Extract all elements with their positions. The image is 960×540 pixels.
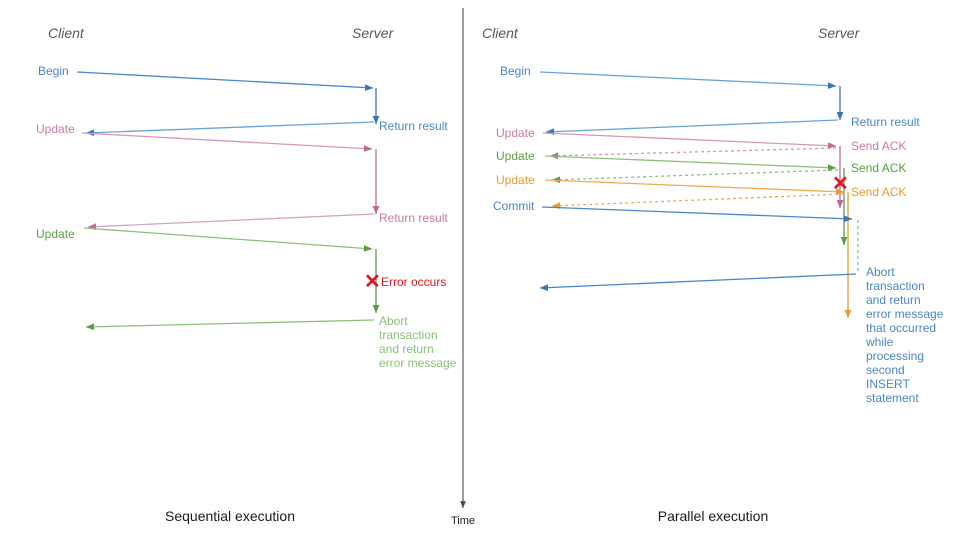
- right-msg-abort-line-9: INSERT: [866, 377, 910, 391]
- left-client-actor-label: Client: [48, 25, 85, 41]
- left-msg-update-2-label: Update: [36, 227, 75, 241]
- right-server-actor-label: Server: [818, 25, 861, 41]
- right-client-actor-label: Client: [482, 25, 519, 41]
- left-arrow-abort: [85, 319, 375, 331]
- right-arrow-ack-2: [551, 169, 839, 184]
- right-arrow-update-2: [544, 155, 837, 172]
- right-msg-begin-label: Begin: [500, 64, 531, 78]
- right-msg-update-1-label: Update: [496, 126, 535, 140]
- left-arrow-update-2: [83, 227, 373, 252]
- left-arrow-return-result-1: [85, 121, 375, 137]
- left-msg-update-1-label: Update: [36, 122, 75, 136]
- right-msg-abort-line-1: Abort: [866, 265, 895, 279]
- left-msg-abort-line-4: error message: [379, 356, 457, 370]
- right-msg-ack-1-label: Send ACK: [851, 139, 906, 153]
- right-arrow-abort: [539, 273, 857, 292]
- right-panel-caption: Parallel execution: [658, 508, 769, 524]
- right-arrow-ack-3: [551, 193, 845, 210]
- right-msg-abort-line-6: while: [865, 335, 894, 349]
- right-msg-abort-line-10: statement: [866, 391, 919, 405]
- left-arrow-return-result-2: [87, 213, 375, 231]
- left-server-actor-label: Server: [352, 25, 395, 41]
- right-arrow-begin: [539, 71, 837, 89]
- left-msg-abort-line-3: and return: [379, 342, 434, 356]
- right-msg-ack-3-label: Send ACK: [851, 185, 906, 199]
- right-msg-abort-line-2: transaction: [866, 279, 925, 293]
- right-msg-abort-line-3: and return: [866, 293, 921, 307]
- right-msg-commit-label: Commit: [493, 199, 535, 213]
- right-msg-update-2-label: Update: [496, 149, 535, 163]
- left-msg-abort-line-2: transaction: [379, 328, 438, 342]
- left-msg-begin-label: Begin: [38, 64, 69, 78]
- time-axis: Time: [451, 8, 475, 527]
- panel-sequential: Client Server Begin Return result Update…: [36, 25, 457, 524]
- left-msg-return-result-1-label: Return result: [379, 119, 448, 133]
- right-msg-abort-line-7: processing: [866, 349, 924, 363]
- left-panel-caption: Sequential execution: [165, 508, 295, 524]
- left-arrow-begin: [76, 71, 374, 91]
- right-msg-return-result-label: Return result: [851, 115, 920, 129]
- right-msg-abort-line-5: that occurred: [866, 321, 936, 335]
- time-axis-label: Time: [451, 515, 475, 527]
- right-msg-abort-line-4: error message: [866, 307, 944, 321]
- right-arrow-return-result: [545, 119, 839, 136]
- left-error-x-icon: ✕: [364, 271, 381, 293]
- right-msg-update-3-label: Update: [496, 173, 535, 187]
- left-msg-error-occurs-label: Error occurs: [381, 275, 446, 289]
- left-msg-return-result-2-label: Return result: [379, 211, 448, 225]
- right-arrow-commit: [541, 206, 853, 223]
- panel-parallel: Client Server Begin Return result Update…: [482, 25, 944, 524]
- right-arrow-update-1: [542, 132, 837, 150]
- right-arrow-ack-1: [549, 147, 837, 160]
- left-arrow-update-1: [81, 132, 373, 152]
- right-arrow-update-3: [544, 179, 845, 196]
- left-msg-abort-line-1: Abort: [379, 314, 408, 328]
- right-msg-abort-line-8: second: [866, 363, 905, 377]
- right-error-x-icon: ✕: [832, 173, 849, 195]
- right-msg-ack-2-label: Send ACK: [851, 161, 906, 175]
